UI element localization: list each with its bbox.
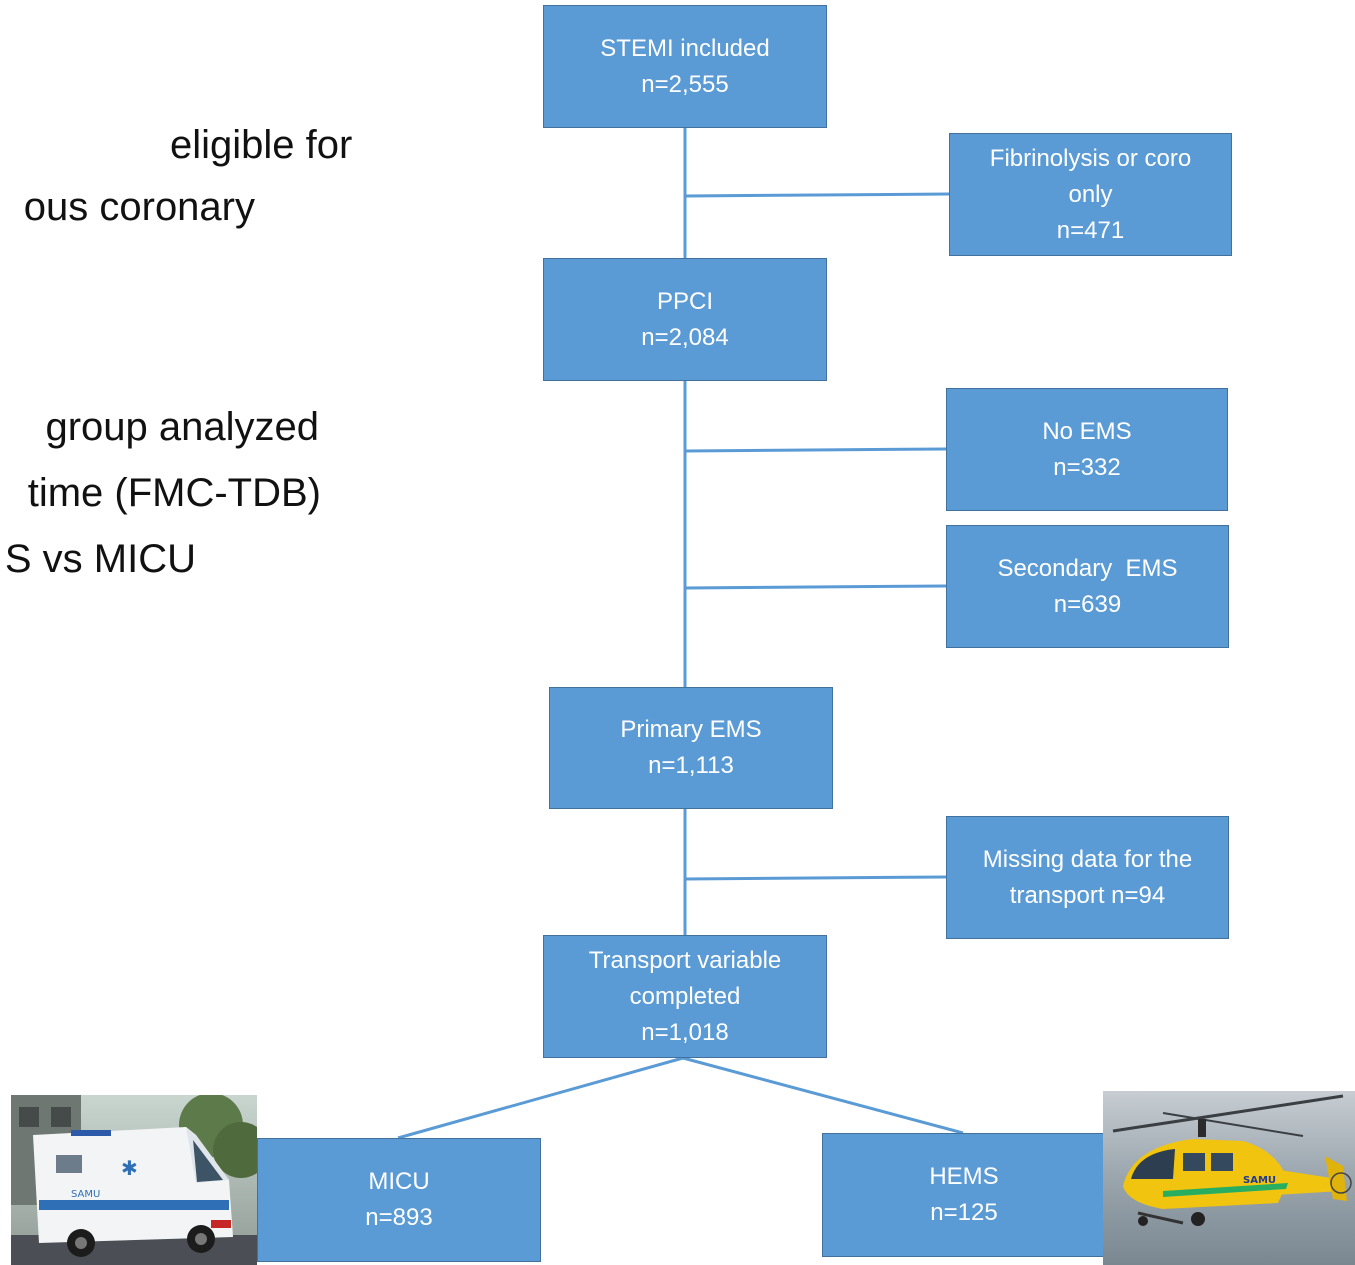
secondary-ems-count: n=639 bbox=[1053, 590, 1122, 618]
connector-transport-micu bbox=[397, 1056, 684, 1140]
box-missing-data: Missing data for the transport n=94 bbox=[946, 816, 1229, 939]
left-text-line1: eligible for bbox=[170, 123, 353, 167]
box-no-ems: No EMS n=332 bbox=[946, 388, 1228, 511]
fibrinolysis-count: n=471 bbox=[1056, 216, 1125, 244]
fibrinolysis-label-line2: only bbox=[1068, 180, 1113, 208]
box-stemi-included: STEMI included n=2,555 bbox=[543, 5, 827, 128]
micu-count: n=893 bbox=[365, 1204, 433, 1231]
hems-count: n=125 bbox=[930, 1199, 998, 1226]
box-ppci: PPCI n=2,084 bbox=[543, 258, 827, 381]
no-ems-count: n=332 bbox=[1053, 453, 1121, 481]
missing-data-label-line2: transport n=94 bbox=[1009, 881, 1166, 909]
helicopter-samu-text: SAMU bbox=[1243, 1175, 1276, 1186]
no-ems-label: No EMS bbox=[1042, 417, 1132, 445]
transport-completed-label-line2: completed bbox=[629, 982, 741, 1010]
stemi-included-label: STEMI included bbox=[600, 34, 770, 62]
svg-text:✱: ✱ bbox=[121, 1156, 138, 1180]
ambulance-samu-text: SAMU bbox=[71, 1189, 100, 1200]
box-transport-completed: Transport variable completed n=1,018 bbox=[543, 935, 827, 1058]
box-primary-ems: Primary EMS n=1,113 bbox=[549, 687, 833, 809]
box-secondary-ems: Secondary EMS n=639 bbox=[946, 525, 1229, 648]
connector-transport-hems bbox=[682, 1056, 964, 1135]
missing-data-label-line1: Missing data for the bbox=[982, 845, 1193, 873]
box-hems: HEMS n=125 bbox=[822, 1133, 1106, 1257]
connector-missing-data bbox=[684, 875, 947, 881]
ppci-count: n=2,084 bbox=[641, 323, 729, 351]
primary-ems-count: n=1,113 bbox=[648, 752, 734, 779]
connector-no-ems bbox=[684, 447, 947, 453]
connector-secondary-ems bbox=[684, 584, 947, 590]
helicopter-photo: SAMU bbox=[1103, 1091, 1355, 1265]
stemi-included-count: n=2,555 bbox=[641, 70, 729, 98]
ambulance-icon: ✱ SAMU bbox=[11, 1095, 257, 1265]
box-micu: MICU n=893 bbox=[257, 1138, 541, 1262]
ambulance-photo: ✱ SAMU bbox=[11, 1095, 257, 1265]
transport-completed-count: n=1,018 bbox=[641, 1018, 729, 1046]
ppci-label: PPCI bbox=[656, 287, 713, 315]
connector-fibrinolysis bbox=[684, 192, 950, 198]
transport-completed-label-line1: Transport variable bbox=[588, 946, 782, 974]
hems-label: HEMS bbox=[929, 1163, 999, 1190]
left-text-line5: S vs MICU bbox=[4, 537, 196, 581]
primary-ems-label: Primary EMS bbox=[620, 716, 762, 743]
left-text-line2: ous coronary bbox=[23, 185, 255, 229]
left-text-line3: group analyzed bbox=[45, 405, 319, 449]
left-text-line4: time (FMC-TDB) bbox=[27, 471, 321, 515]
helicopter-icon: SAMU bbox=[1103, 1091, 1355, 1265]
micu-label: MICU bbox=[368, 1168, 430, 1195]
box-fibrinolysis: Fibrinolysis or coro only n=471 bbox=[949, 133, 1232, 256]
fibrinolysis-label-line1: Fibrinolysis or coro bbox=[989, 144, 1192, 172]
secondary-ems-label: Secondary EMS bbox=[997, 554, 1178, 582]
